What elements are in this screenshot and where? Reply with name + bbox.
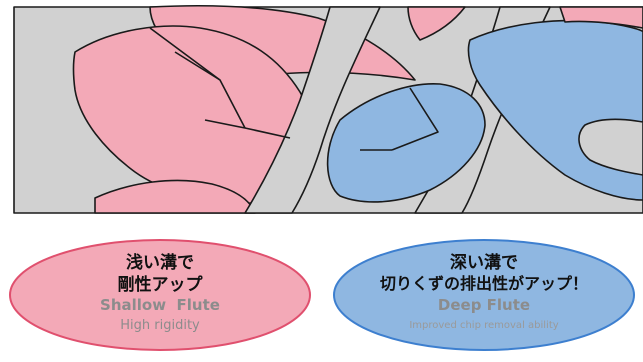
- shallow-flute-name: Shallow Flute: [100, 296, 220, 314]
- deep-flute-caption: Improved chip removal ability: [409, 320, 559, 331]
- shallow-title-line1: 浅い溝で: [126, 253, 194, 273]
- shallow-flute-bubble: [9, 239, 311, 351]
- shallow-facet-line-3: [204, 119, 291, 139]
- deep-flute-lobe-1: [326, 83, 486, 203]
- deep-title-line1: 深い溝で: [450, 253, 518, 273]
- deep-flute-lobe-top: [407, 6, 466, 41]
- land-band-1: [244, 6, 381, 214]
- shallow-title-line2: 剛性アップ: [117, 275, 203, 295]
- tool-tip: [578, 118, 643, 176]
- shallow-facet-line-2: [174, 51, 221, 81]
- deep-title-line2: 切りくずの排出性がアップ！: [379, 274, 588, 293]
- deep-facet-line-1: [391, 87, 439, 151]
- deep-flute-name: Deep Flute: [437, 296, 531, 314]
- shallow-flute-caption: High rigidity: [120, 318, 200, 333]
- deep-flute-bubble: [333, 239, 635, 351]
